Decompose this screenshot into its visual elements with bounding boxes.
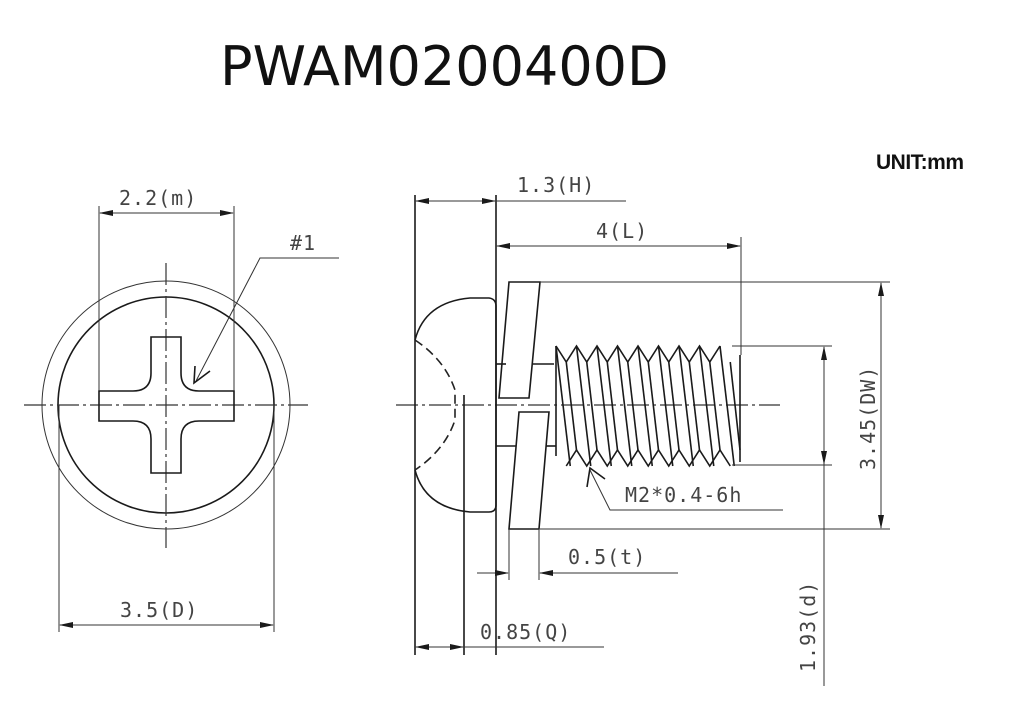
washer-diameter-label: 3.45(DW) xyxy=(856,366,880,470)
hidden-recess xyxy=(414,339,456,471)
thread-root-line xyxy=(606,361,619,451)
thread-helix-line xyxy=(575,345,592,467)
thread-helix-line xyxy=(616,345,633,467)
recess-width-label: 2.2(m) xyxy=(119,186,197,210)
washer-thickness-label: 0.5(t) xyxy=(568,545,646,569)
thread-helix-line xyxy=(555,345,572,467)
recess-depth-label: 0.85(Q) xyxy=(480,620,571,644)
thread-body xyxy=(555,344,741,468)
washer-upper xyxy=(498,281,541,399)
thread-helix-line xyxy=(678,345,695,467)
thread-bottom-profile xyxy=(565,448,731,468)
front-view: 2.2(m) #1 3.5(D) xyxy=(24,186,339,632)
head-diameter-label: 3.5(D) xyxy=(120,598,198,622)
callout-label: #1 xyxy=(290,231,316,255)
thread-root-line xyxy=(729,361,741,451)
callout-arrow xyxy=(193,365,211,385)
part-number-title: PWAM0200400D xyxy=(220,35,669,98)
washer-lower xyxy=(508,411,550,530)
thread-spec-arrow xyxy=(586,466,606,488)
thread-root-line xyxy=(565,361,578,451)
thread-helix-line xyxy=(719,345,736,467)
thread-helix-line xyxy=(698,345,715,467)
thread-helix-line xyxy=(596,345,613,467)
thread-root-line xyxy=(708,361,721,451)
thread-root-line xyxy=(667,361,680,451)
callout-leader xyxy=(195,257,339,382)
thread-root-line xyxy=(626,361,639,451)
thread-spec-label: M2*0.4-6h xyxy=(625,483,742,507)
thread-root-line xyxy=(688,361,701,451)
thread-root-line xyxy=(585,361,598,451)
side-view: 1.3(H) 4(L) 3.45(DW) 1.93(d) M2*0.4-6h 0… xyxy=(396,173,890,686)
head-height-label: 1.3(H) xyxy=(517,173,595,197)
inner-diameter-label: 1.93(d) xyxy=(796,581,820,672)
thread-helix-line xyxy=(657,345,674,467)
thread-spec-leader xyxy=(589,469,783,511)
thread-helix-line xyxy=(637,345,654,467)
length-label: 4(L) xyxy=(596,219,648,243)
thread-root-line xyxy=(647,361,660,451)
phillips-recess xyxy=(98,336,235,474)
unit-label: UNIT:mm xyxy=(876,151,964,174)
